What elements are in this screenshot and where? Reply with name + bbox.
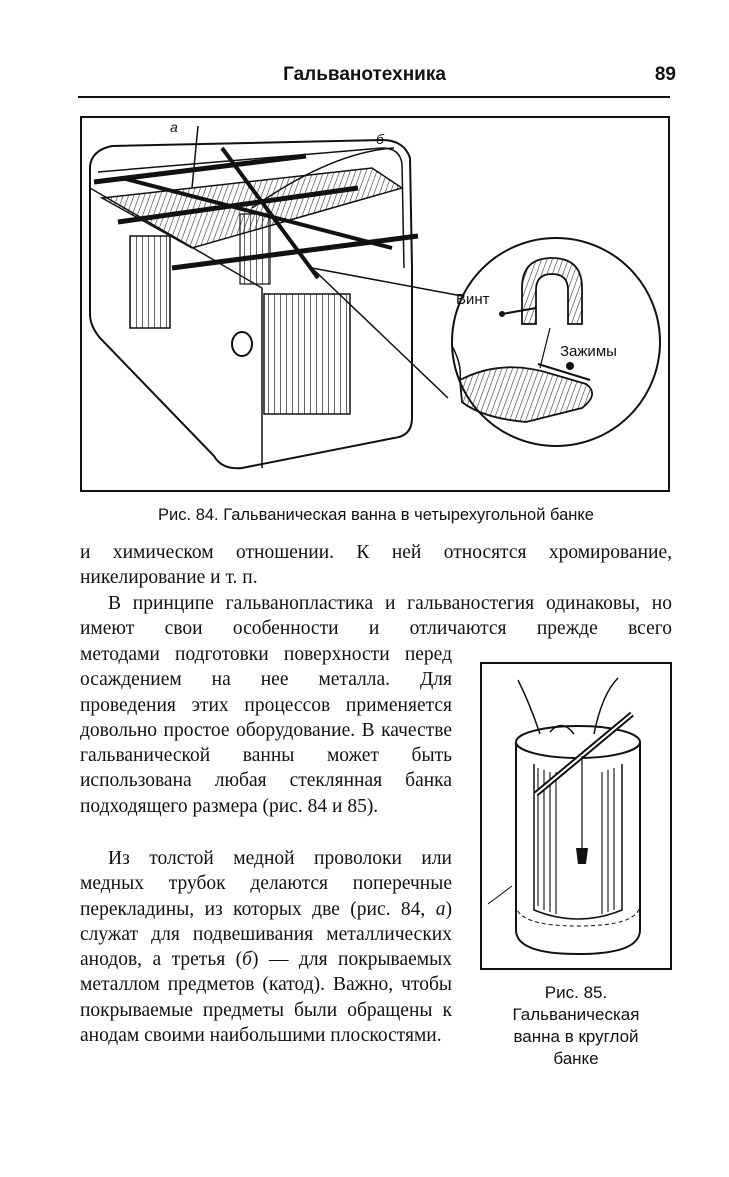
paragraph-4-part-2: ) служат для подвешивания металлических … bbox=[80, 898, 452, 971]
paragraph-1: и химическом отношении. К ней относятся … bbox=[80, 542, 672, 589]
label-a: а bbox=[170, 119, 178, 135]
paragraph-2: В принципе гальванопластика и гальваност… bbox=[80, 593, 672, 640]
figure-84-caption: Рис. 84. Гальваническая ванна в четыреху… bbox=[158, 506, 594, 524]
figure-85-caption-line-1: Рис. 85. bbox=[544, 983, 608, 1002]
paragraph-4-part-1: Из толстой медной проволоки или медных т… bbox=[80, 848, 452, 920]
figure-85 bbox=[480, 662, 672, 970]
page-number: 89 bbox=[654, 64, 676, 85]
figure-84-illustration: а б Винт Зажимы bbox=[89, 119, 661, 470]
figure-85-illustration bbox=[487, 677, 641, 956]
paragraph-4-part-3: ) — для покрываемых металлом предметов (… bbox=[80, 949, 452, 1047]
figure-85-caption-line-4: банке bbox=[553, 1049, 599, 1068]
figure-84: а б Винт Зажимы bbox=[80, 116, 670, 492]
paragraph-4-ref-b: б bbox=[242, 949, 252, 971]
label-b: б bbox=[376, 131, 385, 147]
paragraph-4: Из толстой медной проволоки или медных т… bbox=[80, 846, 452, 1048]
label-clamps: Зажимы bbox=[560, 343, 617, 360]
figure-85-caption: Рис. 85. Гальваническая ванна в круглой … bbox=[480, 982, 672, 1070]
paragraph-3: методами подготовки поверхности перед ос… bbox=[80, 644, 452, 817]
figure-85-caption-line-3: ванна в круглой bbox=[513, 1027, 639, 1046]
label-screw: Винт bbox=[456, 291, 490, 308]
header-rule bbox=[78, 96, 670, 98]
running-header-title: Гальванотехника bbox=[283, 64, 446, 85]
figure-85-caption-line-2: Гальваническая bbox=[512, 1005, 640, 1024]
paragraph-4-ref-a: а bbox=[435, 898, 446, 920]
